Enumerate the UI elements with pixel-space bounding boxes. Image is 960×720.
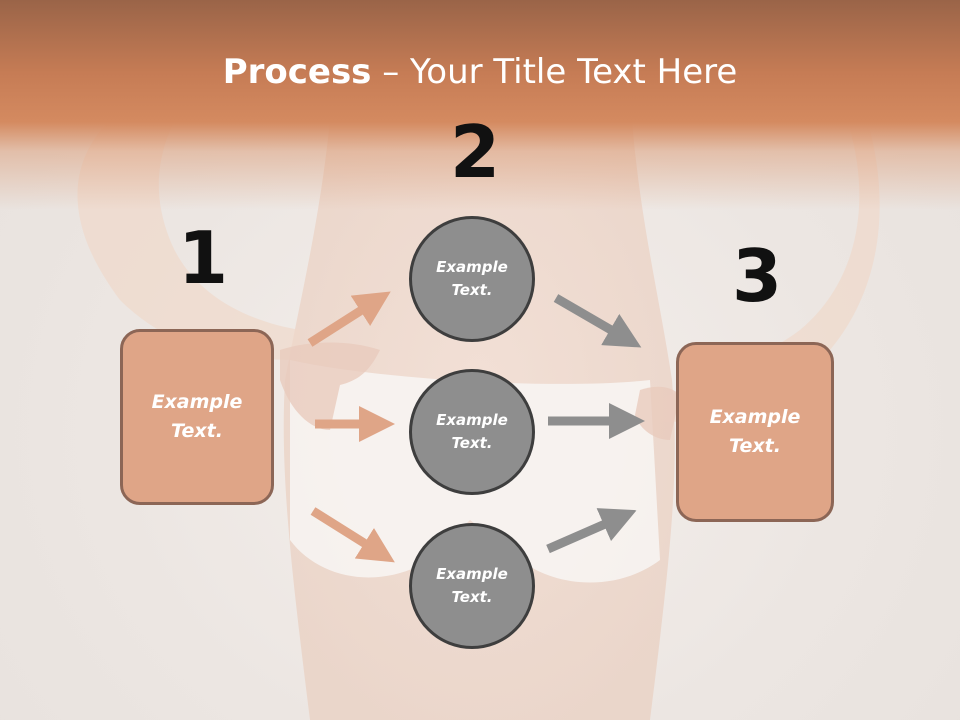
step-2-number: 2 xyxy=(450,110,501,194)
arrow-circle1-to-box3 xyxy=(553,294,642,348)
circle-3-text: Example Text. xyxy=(436,565,508,606)
step-2-circle-bottom[interactable]: Example Text. xyxy=(409,523,535,649)
step-1-text: Example Text. xyxy=(151,391,243,442)
step-1-box[interactable]: Example Text. xyxy=(120,329,274,505)
step-2-circle-top[interactable]: Example Text. xyxy=(409,216,535,342)
arrow-box1-to-circle3 xyxy=(310,507,395,563)
step-1-number: 1 xyxy=(178,216,229,300)
header-band xyxy=(0,0,960,210)
title-rest: – Your Title Text Here xyxy=(371,52,738,92)
step-3-text: Example Text. xyxy=(709,406,801,457)
circle-1-text: Example Text. xyxy=(436,258,508,299)
circle-2-text: Example Text. xyxy=(436,411,508,452)
arrow-box1-to-circle1 xyxy=(307,291,391,347)
title-bold: Process xyxy=(222,52,372,92)
step-2-circle-middle[interactable]: Example Text. xyxy=(409,369,535,495)
page-title: Process – Your Title Text Here xyxy=(0,52,960,92)
step-3-box[interactable]: Example Text. xyxy=(676,342,834,522)
arrow-circle3-to-box3 xyxy=(546,508,637,554)
step-3-number: 3 xyxy=(732,234,783,318)
